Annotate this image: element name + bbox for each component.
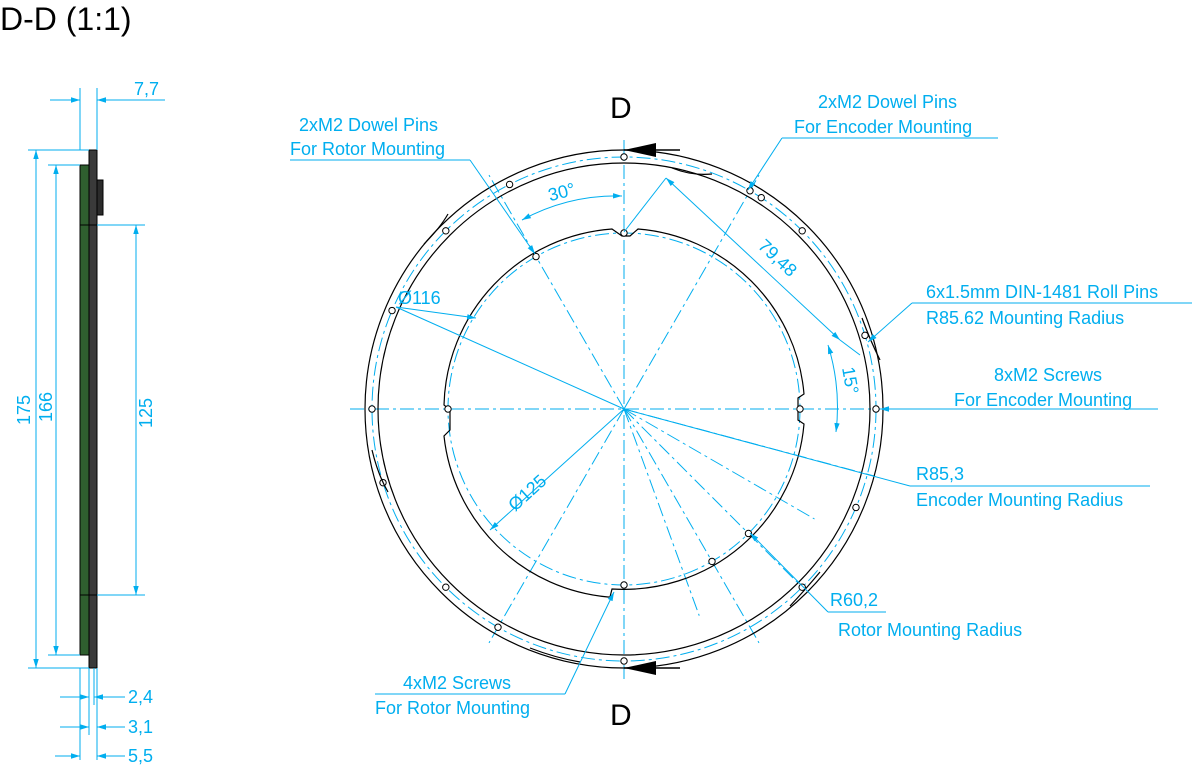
callout-roll-1: 6x1.5mm DIN-1481 Roll Pins	[926, 282, 1158, 302]
encoder-dowel-hole	[746, 187, 754, 195]
encoder-aux-hole	[757, 193, 765, 202]
dim-thickness-total: 7,7	[134, 79, 159, 99]
dim-bore-height: 125	[136, 398, 156, 428]
dim-t2: 3,1	[128, 717, 153, 737]
callout-r853-1: R85,3	[916, 464, 964, 484]
dim-chord: 79,48	[754, 235, 801, 280]
callout-enc-screw-1: 8xM2 Screws	[994, 365, 1102, 385]
rotor-dowel-hole	[532, 252, 540, 261]
side-view: 7,7 175 166 125 2,4 3,1 5,5	[14, 79, 165, 766]
section-title: D-D (1:1)	[0, 1, 132, 37]
callout-enc-screw-2: For Encoder Mounting	[954, 390, 1132, 410]
callout-rotor-screw-1: 4xM2 Screws	[403, 673, 511, 693]
callout-rotor-screw-2: For Rotor Mounting	[375, 698, 530, 718]
rotor-screw-hole	[444, 405, 452, 413]
dim-d116: Ø116	[398, 288, 441, 308]
encoder-aux-hole	[852, 503, 860, 512]
rotor-screw-hole	[620, 581, 628, 589]
construction-line	[488, 408, 625, 644]
encoder-aux-hole	[388, 306, 396, 315]
rotor-screw-hole	[796, 405, 804, 413]
construction-line	[623, 408, 760, 644]
rotor-dowel-hole	[708, 557, 716, 566]
section-label-top: D	[610, 92, 632, 125]
callout-r602-1: R60,2	[830, 590, 878, 610]
construction-line	[623, 408, 700, 616]
construction-line	[623, 408, 802, 587]
callout-enc-dowel-1: 2xM2 Dowel Pins	[818, 92, 957, 112]
encoder-screw-hole	[442, 227, 450, 235]
encoder-screw-hole	[798, 227, 806, 235]
callout-r602-2: Rotor Mounting Radius	[838, 620, 1022, 640]
outer-edge-inner	[377, 162, 871, 656]
callout-rotor-dowel-2: For Rotor Mounting	[290, 139, 445, 159]
dim-inner-height: 166	[36, 392, 56, 422]
pcb-layer	[79, 164, 90, 656]
encoder-screw-hole	[798, 583, 806, 591]
encoder-screw-hole	[872, 405, 880, 413]
housing-layer	[88, 149, 98, 669]
dim-t3: 5,5	[128, 746, 153, 766]
connector	[96, 179, 104, 216]
encoder-screw-hole	[620, 153, 628, 161]
front-view: D D 30° 79,48 15° Ø116 Ø125 2xM2 Dowel P…	[290, 92, 1192, 732]
section-arrow-top	[624, 143, 656, 157]
encoder-screw-hole	[442, 583, 450, 591]
encoder-dowel-hole	[494, 623, 502, 631]
construction-line	[488, 174, 625, 410]
callout-enc-dowel-2: For Encoder Mounting	[794, 117, 972, 137]
rotor-screw-hole	[620, 229, 628, 237]
callout-r853-2: Encoder Mounting Radius	[916, 490, 1123, 510]
encoder-aux-hole	[505, 180, 514, 189]
section-label-bottom: D	[610, 699, 632, 732]
construction-line	[623, 408, 815, 520]
dim-angle-15: 15°	[838, 365, 862, 395]
construction-line	[623, 174, 760, 410]
dim-d125: Ø125	[504, 471, 550, 515]
dim-outer-height: 175	[14, 395, 34, 425]
encoder-screw-hole	[368, 405, 376, 413]
section-arrow-bottom	[624, 661, 656, 675]
dim-t1: 2,4	[128, 687, 153, 707]
encoder-screw-hole	[620, 657, 628, 665]
callout-rotor-dowel-1: 2xM2 Dowel Pins	[299, 115, 438, 135]
callout-roll-2: R85.62 Mounting Radius	[926, 308, 1124, 328]
